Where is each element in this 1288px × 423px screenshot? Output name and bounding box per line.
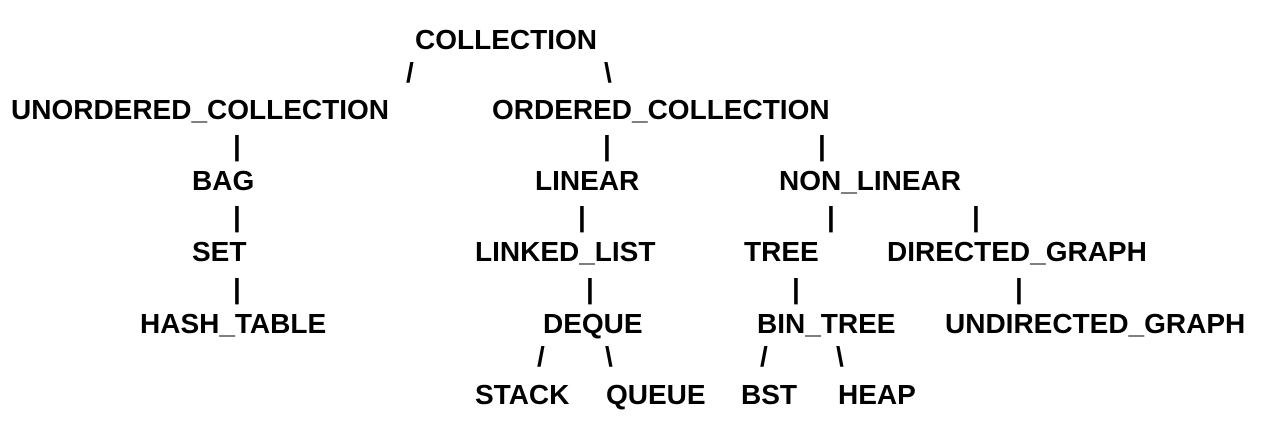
node-heap: HEAP <box>838 379 916 410</box>
edge-collection-unordered: / <box>406 57 414 88</box>
edge-ordered-nonlinear: | <box>818 130 826 161</box>
node-hash-table: HASH_TABLE <box>140 308 327 339</box>
node-undirected-graph: UNDIRECTED_GRAPH <box>945 308 1246 339</box>
edge-directed-undirected: | <box>1015 273 1023 304</box>
node-directed-graph: DIRECTED_GRAPH <box>887 236 1147 267</box>
node-collection: COLLECTION <box>415 24 597 55</box>
node-deque: DEQUE <box>543 308 643 339</box>
node-queue: QUEUE <box>606 379 706 410</box>
node-bin-tree: BIN_TREE <box>757 308 896 339</box>
edge-unordered-bag: | <box>233 130 241 161</box>
edge-linkedlist-deque: | <box>586 273 594 304</box>
node-ordered-collection: ORDERED_COLLECTION <box>492 94 830 125</box>
edge-set-hashtable: | <box>233 273 241 304</box>
edge-nonlinear-tree: | <box>827 201 835 232</box>
node-unordered-collection: UNORDERED_COLLECTION <box>11 94 390 125</box>
edge-tree-bintree: | <box>792 273 800 304</box>
edge-deque-queue: \ <box>605 341 613 372</box>
node-set: SET <box>192 236 247 267</box>
edge-bag-set: | <box>233 201 241 232</box>
node-linear: LINEAR <box>535 165 640 196</box>
edge-nonlinear-directedgraph: | <box>972 201 980 232</box>
edge-deque-stack: / <box>537 341 545 372</box>
node-non-linear: NON_LINEAR <box>779 165 962 196</box>
node-stack: STACK <box>475 379 570 410</box>
node-tree: TREE <box>744 236 819 267</box>
node-linked-list: LINKED_LIST <box>475 236 656 267</box>
edge-ordered-linear: | <box>603 130 611 161</box>
edge-linear-linkedlist: | <box>578 201 586 232</box>
node-bst: BST <box>741 379 797 410</box>
edge-bintree-heap: \ <box>836 341 844 372</box>
node-bag: BAG <box>192 165 255 196</box>
edge-collection-ordered: \ <box>604 57 612 88</box>
edge-bintree-bst: / <box>760 341 768 372</box>
